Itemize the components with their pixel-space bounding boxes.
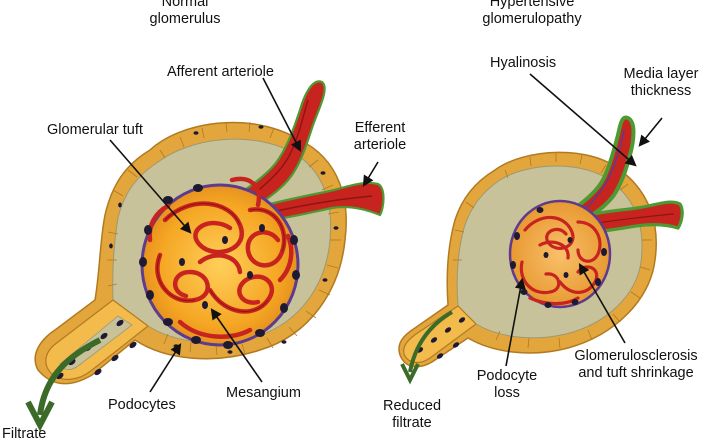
label-filtrate: Filtrate — [2, 426, 47, 442]
leader-media — [638, 117, 663, 147]
leader-podocyte-loss — [505, 277, 526, 367]
leader-tuft — [109, 139, 192, 234]
leader-sclerosis — [578, 263, 626, 344]
efferent-arteriole — [260, 181, 385, 222]
label-media-layer: Media layer thickness — [612, 66, 710, 100]
label-efferent-line2: arteriole — [353, 137, 407, 153]
label-media-line2: thickness — [630, 83, 692, 99]
title-hypertensive: Hypertensive glomerulopathy — [462, 0, 602, 28]
shrunken-tuft-core — [508, 199, 612, 309]
label-reduced-line2: filtrate — [392, 415, 432, 431]
reduced-filtrate-arrow — [408, 310, 454, 373]
sclerotic-nuclei — [510, 207, 607, 308]
normal-glomerulus — [25, 77, 385, 432]
label-afferent-arteriole: Afferent arteriole — [167, 64, 274, 80]
label-efferent-arteriole: Efferent arteriole — [345, 120, 415, 154]
label-podocyte-loss-line1: Podocyte — [476, 368, 538, 384]
label-podocytes: Podocytes — [108, 397, 176, 413]
label-efferent-line1: Efferent — [354, 120, 406, 136]
label-hyalinosis: Hyalinosis — [490, 55, 557, 71]
label-reduced-filtrate: Reduced filtrate — [372, 398, 452, 432]
filtrate-arrow — [37, 337, 102, 416]
label-podocyte-loss: Podocyte loss — [466, 368, 548, 402]
label-reduced-line1: Reduced — [382, 398, 442, 414]
title-normal: Normal glomerulus — [130, 0, 240, 28]
podocyte-nuclei — [139, 184, 300, 349]
label-sclerosis-line1: Glomerulosclerosis — [574, 348, 698, 364]
hypertensive-glomerulus — [398, 73, 684, 385]
leader-mesangium — [210, 308, 263, 383]
leader-afferent — [262, 77, 302, 152]
title-hypertensive-line1: Hypertensive — [489, 0, 575, 10]
title-hypertensive-line2: glomerulopathy — [482, 11, 582, 27]
label-media-line1: Media layer — [623, 66, 699, 82]
title-normal-line2: glomerulus — [149, 11, 221, 27]
title-normal-line1: Normal — [161, 0, 209, 10]
leader-hyalinosis — [529, 73, 637, 167]
leader-podocytes — [149, 343, 182, 393]
label-podocyte-loss-line2: loss — [494, 385, 520, 401]
leader-efferent — [362, 161, 379, 187]
label-glomerulosclerosis: Glomerulosclerosis and tuft shrinkage — [562, 348, 710, 382]
label-mesangium: Mesangium — [226, 385, 301, 401]
efferent-arteriole-2 — [586, 200, 684, 234]
label-sclerosis-line2: and tuft shrinkage — [578, 365, 694, 381]
label-glomerular-tuft: Glomerular tuft — [47, 122, 143, 138]
